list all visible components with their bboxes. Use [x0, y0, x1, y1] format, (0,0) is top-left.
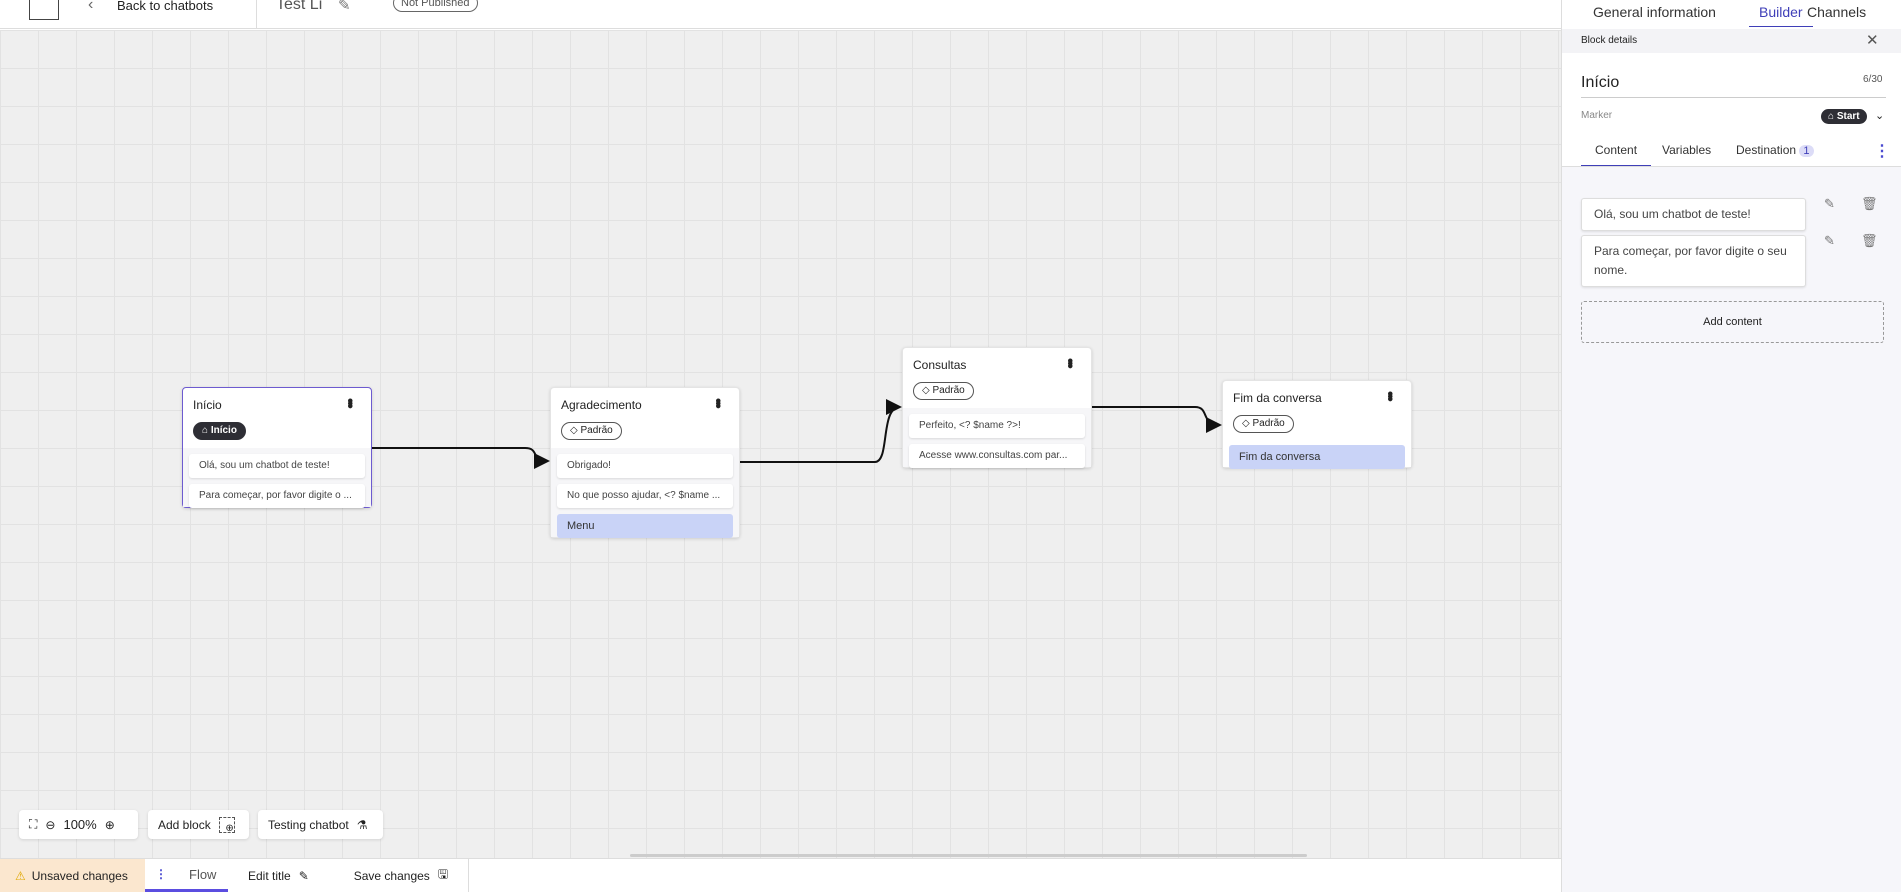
home-icon: ⌂ [1828, 111, 1837, 122]
message-item[interactable]: Olá, sou um chatbot de teste! [189, 454, 365, 478]
message-item[interactable]: Para começar, por favor digite o ... [189, 484, 365, 508]
zoom-in-icon[interactable]: ⊕ [104, 817, 115, 832]
add-block-button[interactable]: Add block ⊕ [148, 810, 249, 839]
more-options-icon[interactable]: ⋮ [1874, 143, 1890, 160]
char-count: 6/30 [1863, 74, 1883, 85]
warning-icon: ⚠ [15, 868, 26, 883]
more-options-icon[interactable]: ••• [341, 398, 358, 406]
tag-icon: ◇ [922, 385, 933, 396]
content-item[interactable]: Olá, sou um chatbot de teste! [1581, 198, 1806, 231]
message-item[interactable]: Perfeito, <? $name ?>! [909, 414, 1085, 438]
back-chevron-icon[interactable]: ‹ [88, 0, 94, 13]
connections [372, 399, 1222, 469]
trash-icon[interactable]: 🗑 [1861, 233, 1878, 248]
marker-tag: ◇ Padrão [1233, 415, 1294, 433]
tab-destination[interactable]: Destination 1 [1736, 143, 1814, 157]
kebab-icon[interactable]: ⋮ [155, 867, 167, 881]
block-title: Agradecimento [561, 398, 642, 412]
zoom-out-icon[interactable]: ⊖ [45, 817, 56, 832]
more-options-icon[interactable]: ••• [709, 398, 726, 406]
block-details-panel: General information Builder Channels Blo… [1561, 0, 1901, 892]
marker-tag: ⌂ Início [193, 422, 246, 440]
block-title: Consultas [913, 358, 967, 372]
chatbot-title: Test Li [276, 0, 323, 13]
edge-agradecimento-consultas [740, 399, 902, 463]
edge-consultas-fim [1092, 406, 1222, 433]
message-item[interactable]: Acesse www.consultas.com par... [909, 444, 1085, 468]
edge-inicio-agradecimento [372, 447, 550, 469]
edit-title-pencil-icon[interactable]: ✎ [338, 0, 351, 14]
block-consultas[interactable]: Consultas ••• ◇ Padrão Perfeito, <? $nam… [902, 347, 1092, 468]
save-label: Save changes [353, 868, 430, 883]
tab-channels[interactable]: Channels [1807, 4, 1867, 20]
block-title-input[interactable]: Início [1581, 74, 1620, 91]
tab-content[interactable]: Content [1581, 143, 1652, 166]
menu-item[interactable]: Fim da conversa [1229, 445, 1405, 469]
add-block-label: Add block [158, 817, 211, 832]
flow-label: Flow [189, 866, 217, 882]
divider [256, 0, 257, 29]
save-changes-button[interactable]: Save changes 🖫 [353, 859, 470, 892]
status-bar: ⚠ Unsaved changes ⋮ Flow Edit title ✎ Save … [0, 858, 1561, 892]
testing-chatbot-button[interactable]: Testing chatbot ⚗ [258, 810, 383, 839]
edit-pencil-icon[interactable]: ✎ [1824, 196, 1835, 211]
tab-general-information[interactable]: General information [1593, 4, 1716, 20]
block-inicio[interactable]: Início ••• ⌂ Início Olá, sou um chatbot … [182, 387, 372, 508]
tag-icon: ◇ [1242, 418, 1253, 429]
more-options-icon[interactable]: ••• [1061, 358, 1078, 366]
message-item[interactable]: Obrigado! [557, 454, 733, 478]
fit-screen-icon[interactable]: ⛶ [29, 817, 38, 831]
zoom-controls: ⛶ ⊖ 100% ⊕ [19, 810, 138, 839]
tab-builder[interactable]: Builder [1749, 4, 1813, 27]
marker-label: Marker [1581, 110, 1613, 121]
block-title: Início [193, 398, 222, 412]
marker-select[interactable]: ⌂ Start [1821, 109, 1867, 124]
trash-icon[interactable]: 🗑 [1861, 196, 1878, 211]
tag-label: Início [210, 425, 237, 436]
tab-variables[interactable]: Variables [1662, 143, 1712, 157]
content-list: Olá, sou um chatbot de teste! ✎ 🗑 Para c… [1562, 166, 1901, 892]
tag-label: Padrão [1252, 418, 1285, 429]
testing-chatbot-label: Testing chatbot [268, 817, 349, 832]
tag-label: Padrão [932, 385, 965, 396]
panel-header-title: Block details [1581, 35, 1638, 46]
save-icon: 🖫 [437, 867, 449, 881]
flask-icon: ⚗ [356, 817, 368, 832]
unsaved-label: Unsaved changes [31, 868, 128, 883]
menu-item[interactable]: Menu [557, 514, 733, 538]
edit-title-label: Edit title [248, 868, 291, 883]
tag-icon: ◇ [570, 425, 581, 436]
message-item[interactable]: No que posso ajudar, <? $name ... [557, 484, 733, 508]
destination-label: Destination [1736, 143, 1797, 157]
tab-flow[interactable]: ⋮ Flow [145, 859, 228, 892]
tag-label: Padrão [580, 425, 613, 436]
content-item[interactable]: Para começar, por favor digite o seu nom… [1581, 235, 1806, 287]
block-agradecimento[interactable]: Agradecimento ••• ◇ Padrão Obrigado! No … [550, 387, 740, 538]
add-block-icon: ⊕ [218, 816, 235, 834]
chevron-down-icon[interactable]: ⌄ [1875, 110, 1885, 122]
close-icon[interactable]: ✕ [1866, 32, 1879, 49]
marker-value: Start [1836, 111, 1860, 122]
horizontal-scrollbar[interactable] [630, 854, 1307, 857]
pencil-icon: ✎ [298, 868, 309, 883]
destination-count-badge: 1 [1799, 145, 1814, 157]
edit-title-button[interactable]: Edit title ✎ [248, 869, 309, 883]
edit-pencil-icon[interactable]: ✎ [1824, 233, 1835, 248]
block-fim-da-conversa[interactable]: Fim da conversa ••• ◇ Padrão Fim da conv… [1222, 380, 1412, 469]
zoom-level: 100% [63, 817, 97, 832]
home-icon: ⌂ [202, 425, 211, 436]
more-options-icon[interactable]: ••• [1381, 391, 1398, 399]
publish-status-badge: Not Published [393, 0, 478, 12]
marker-tag: ◇ Padrão [561, 422, 622, 440]
add-content-button[interactable]: Add content [1581, 301, 1884, 343]
unsaved-changes-indicator: ⚠ Unsaved changes [0, 859, 145, 892]
marker-tag: ◇ Padrão [913, 382, 974, 400]
divider [1581, 97, 1886, 98]
back-to-chatbots-link[interactable]: Back to chatbots [117, 0, 214, 13]
logo-icon [29, 0, 59, 20]
top-bar: ‹ Back to chatbots Test Li ✎ Not Publish… [0, 0, 1561, 29]
panel-header: Block details ✕ [1562, 29, 1901, 53]
block-title: Fim da conversa [1233, 391, 1322, 405]
